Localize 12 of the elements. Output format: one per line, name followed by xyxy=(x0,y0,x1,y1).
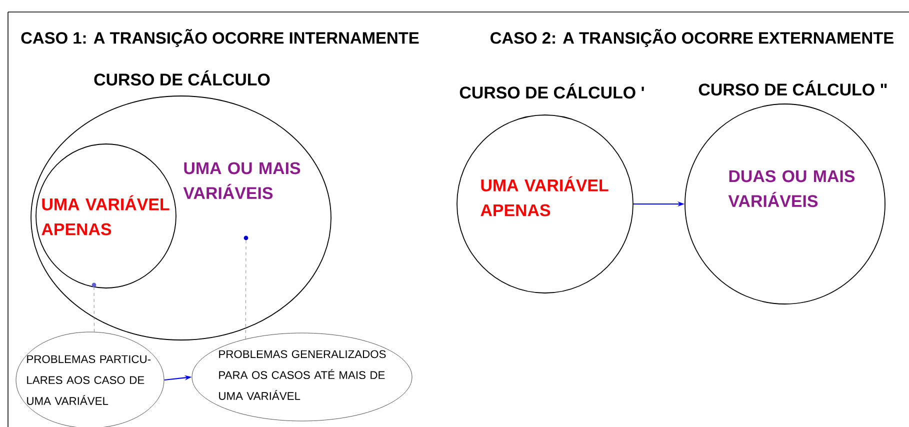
heading: CURSO DE CÁLCULO " xyxy=(698,80,887,96)
case-title: CASO 1: A TRANSIÇÃO OCORRE INTERNAMENTE xyxy=(21,28,419,48)
heading: CURSO DE CÁLCULO xyxy=(94,70,270,86)
set-label: PROBLEMAS PARTICU- LARES AOS CASO DE UMA VARIÁVEL xyxy=(27,355,151,405)
case-title: CASO 2: A TRANSIÇÃO OCORRE EXTERNAMENTE xyxy=(490,28,894,48)
heading: CURSO DE CÁLCULO ' xyxy=(460,83,644,99)
set-label: UMA OU MAIS VARIÁVEIS xyxy=(183,162,300,200)
set-label: UMA VARIÁVEL APENAS xyxy=(480,176,608,216)
set-label: UMA VARIÁVEL APENAS xyxy=(42,195,170,236)
set-label: PROBLEMAS GENERALIZADOS PARA OS CASOS ATÉ MAIS DE UMA VARIÁVEL xyxy=(219,350,386,400)
set-label: DUAS OU MAIS VARIÁVEIS xyxy=(728,170,855,208)
leader-line xyxy=(245,240,246,340)
